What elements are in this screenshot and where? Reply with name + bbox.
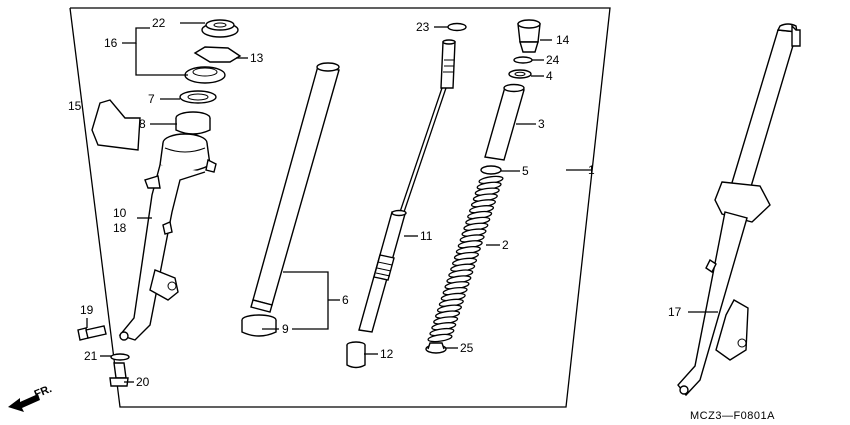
- drawing-code: MCZ3—F0801A: [690, 410, 775, 422]
- callout-1: 1: [588, 163, 595, 177]
- steering-parts: [175, 19, 242, 135]
- spring-seat: [480, 165, 502, 175]
- callout-23: 23: [416, 20, 430, 34]
- callout-13: 13: [250, 51, 264, 65]
- spring-coil: [427, 333, 453, 343]
- callout-5: 5: [522, 164, 529, 178]
- lock-seat-25: [425, 342, 447, 354]
- bolt-20: [109, 362, 129, 387]
- leader-lines: [86, 22, 718, 383]
- callout-9: 9: [282, 322, 289, 336]
- callout-6: 6: [342, 293, 349, 307]
- callout-3: 3: [538, 117, 545, 131]
- fork-assembly-right: [677, 23, 801, 397]
- callout-22: 22: [152, 16, 166, 30]
- fork-bolt-group: [508, 19, 541, 79]
- group-outline: [69, 7, 611, 408]
- callout-20: 20: [136, 375, 150, 389]
- callout-15: 15: [68, 99, 82, 113]
- oil-lock-piece: [346, 341, 366, 369]
- fork-slider-left: [118, 133, 217, 341]
- callout-11: 11: [420, 229, 433, 243]
- damper-rod: [358, 39, 456, 333]
- callout-24: 24: [546, 53, 560, 67]
- fork-tube: [250, 62, 340, 313]
- callout-14: 14: [556, 33, 570, 47]
- fork-spring: [427, 175, 504, 343]
- seal-ring-23: [447, 22, 467, 32]
- callout-4: 4: [546, 69, 553, 83]
- callout-7: 7: [148, 92, 155, 106]
- callout-2: 2: [502, 238, 509, 252]
- spacer: [484, 83, 525, 161]
- callout-18: 18: [113, 221, 127, 235]
- front-direction-label: FR.: [33, 383, 54, 401]
- washer-21: [110, 353, 130, 361]
- callout-21: 21: [84, 349, 98, 363]
- callout-8: 8: [139, 117, 146, 131]
- callout-25: 25: [460, 341, 474, 355]
- bolt-19: [77, 325, 107, 341]
- callout-10: 10: [113, 206, 127, 220]
- front-direction-arrow-icon: FR.: [8, 383, 54, 412]
- callout-17: 17: [668, 305, 682, 319]
- callout-12: 12: [380, 347, 394, 361]
- callout-19: 19: [80, 303, 94, 317]
- slide-bushing: [241, 314, 277, 337]
- fork-protector: [91, 99, 141, 151]
- callout-16: 16: [104, 36, 118, 50]
